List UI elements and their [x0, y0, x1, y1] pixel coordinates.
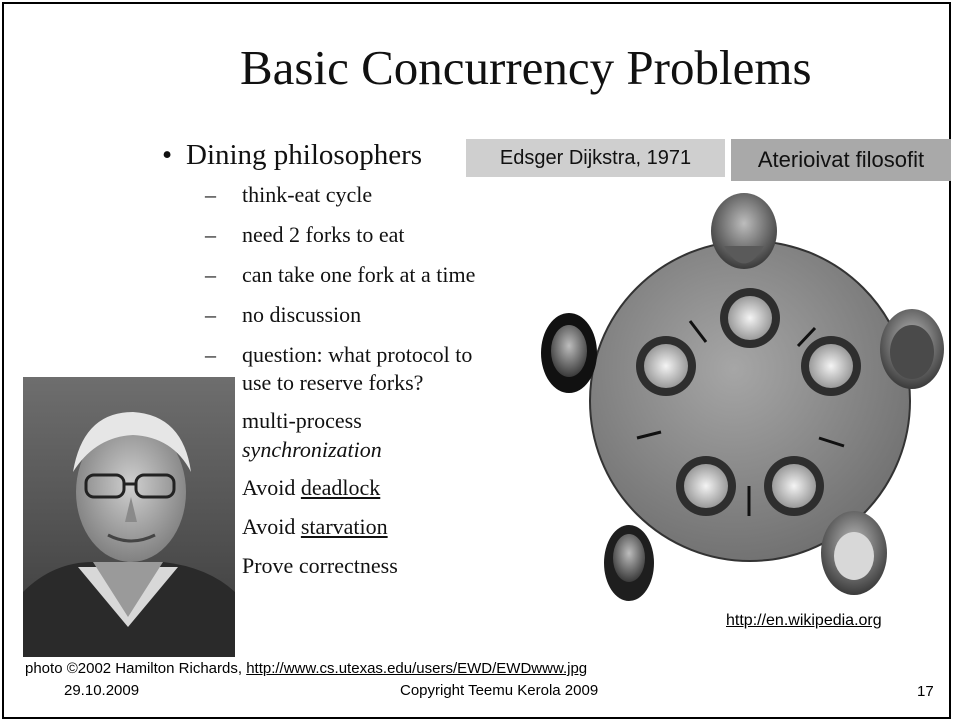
- subitem-text: question: what protocol to: [242, 342, 473, 367]
- plate-upper-left: [636, 336, 696, 396]
- subitem-question: – question: what protocol to: [205, 342, 472, 368]
- philosopher-right: [880, 309, 944, 389]
- subitem-text: think-eat cycle: [242, 182, 373, 207]
- subitem-text: can take one fork at a time: [242, 262, 476, 287]
- footer-copyright: Copyright Teemu Kerola 2009: [400, 682, 599, 699]
- wikipedia-link[interactable]: http://en.wikipedia.org: [726, 612, 882, 629]
- subitem-text: need 2 forks to eat: [242, 222, 405, 247]
- deadlock-term: deadlock: [300, 475, 381, 500]
- plate-lower-left: [676, 456, 736, 516]
- subitem-no-discussion: – no discussion: [205, 302, 361, 328]
- avoid-word: Avoid: [242, 514, 296, 539]
- philosopher-top: [711, 193, 777, 269]
- dining-philosophers-illustration: [541, 193, 944, 601]
- photo-credit: photo ©2002 Hamilton Richards, http://ww…: [25, 660, 587, 677]
- note-avoid-starvation: Avoid starvation: [242, 514, 388, 540]
- bullet-text: Dining philosophers: [186, 139, 423, 171]
- dijkstra-photo: [23, 377, 235, 657]
- credit-prefix: photo ©2002 Hamilton Richards,: [25, 660, 243, 677]
- note-prove-correctness: Prove correctness: [242, 553, 398, 578]
- philosopher-bottom-left: [604, 525, 654, 601]
- subitem-one-fork: – can take one fork at a time: [205, 262, 475, 288]
- subitem-text: no discussion: [242, 302, 362, 327]
- starvation-term: starvation: [300, 514, 388, 539]
- photo-source-link[interactable]: http://www.cs.utexas.edu/users/EWD/EWDww…: [246, 660, 588, 677]
- subitem-question-continued: use to reserve forks?: [242, 370, 424, 395]
- page-number: 17: [917, 683, 934, 700]
- avoid-word: Avoid: [242, 475, 296, 500]
- note-synchronization: synchronization: [242, 437, 382, 462]
- footer-date: 29.10.2009: [64, 682, 140, 699]
- dash-marker: –: [205, 262, 216, 287]
- dash-marker: –: [205, 302, 216, 327]
- subitem-think-eat: – think-eat cycle: [205, 182, 372, 208]
- forks: [636, 320, 845, 516]
- plate-lower-right: [764, 456, 824, 516]
- dash-marker: –: [205, 342, 216, 367]
- philosopher-bottom-right: [821, 511, 887, 595]
- plate-top: [720, 288, 780, 348]
- bullet-marker: •: [162, 139, 173, 171]
- author-year-tag: Edsger Dijkstra, 1971: [466, 139, 725, 177]
- plate-upper-right: [801, 336, 861, 396]
- slide-title: Basic Concurrency Problems: [240, 40, 812, 95]
- philosopher-left: [541, 313, 597, 393]
- note-avoid-deadlock: Avoid deadlock: [242, 475, 380, 501]
- finnish-name-tag: Aterioivat filosofit: [731, 139, 951, 181]
- subitem-forks: – need 2 forks to eat: [205, 222, 405, 248]
- dash-marker: –: [205, 222, 216, 247]
- dash-marker: –: [205, 182, 216, 207]
- main-bullet: • Dining philosophers: [162, 139, 422, 172]
- note-multi-process: multi-process: [242, 408, 362, 433]
